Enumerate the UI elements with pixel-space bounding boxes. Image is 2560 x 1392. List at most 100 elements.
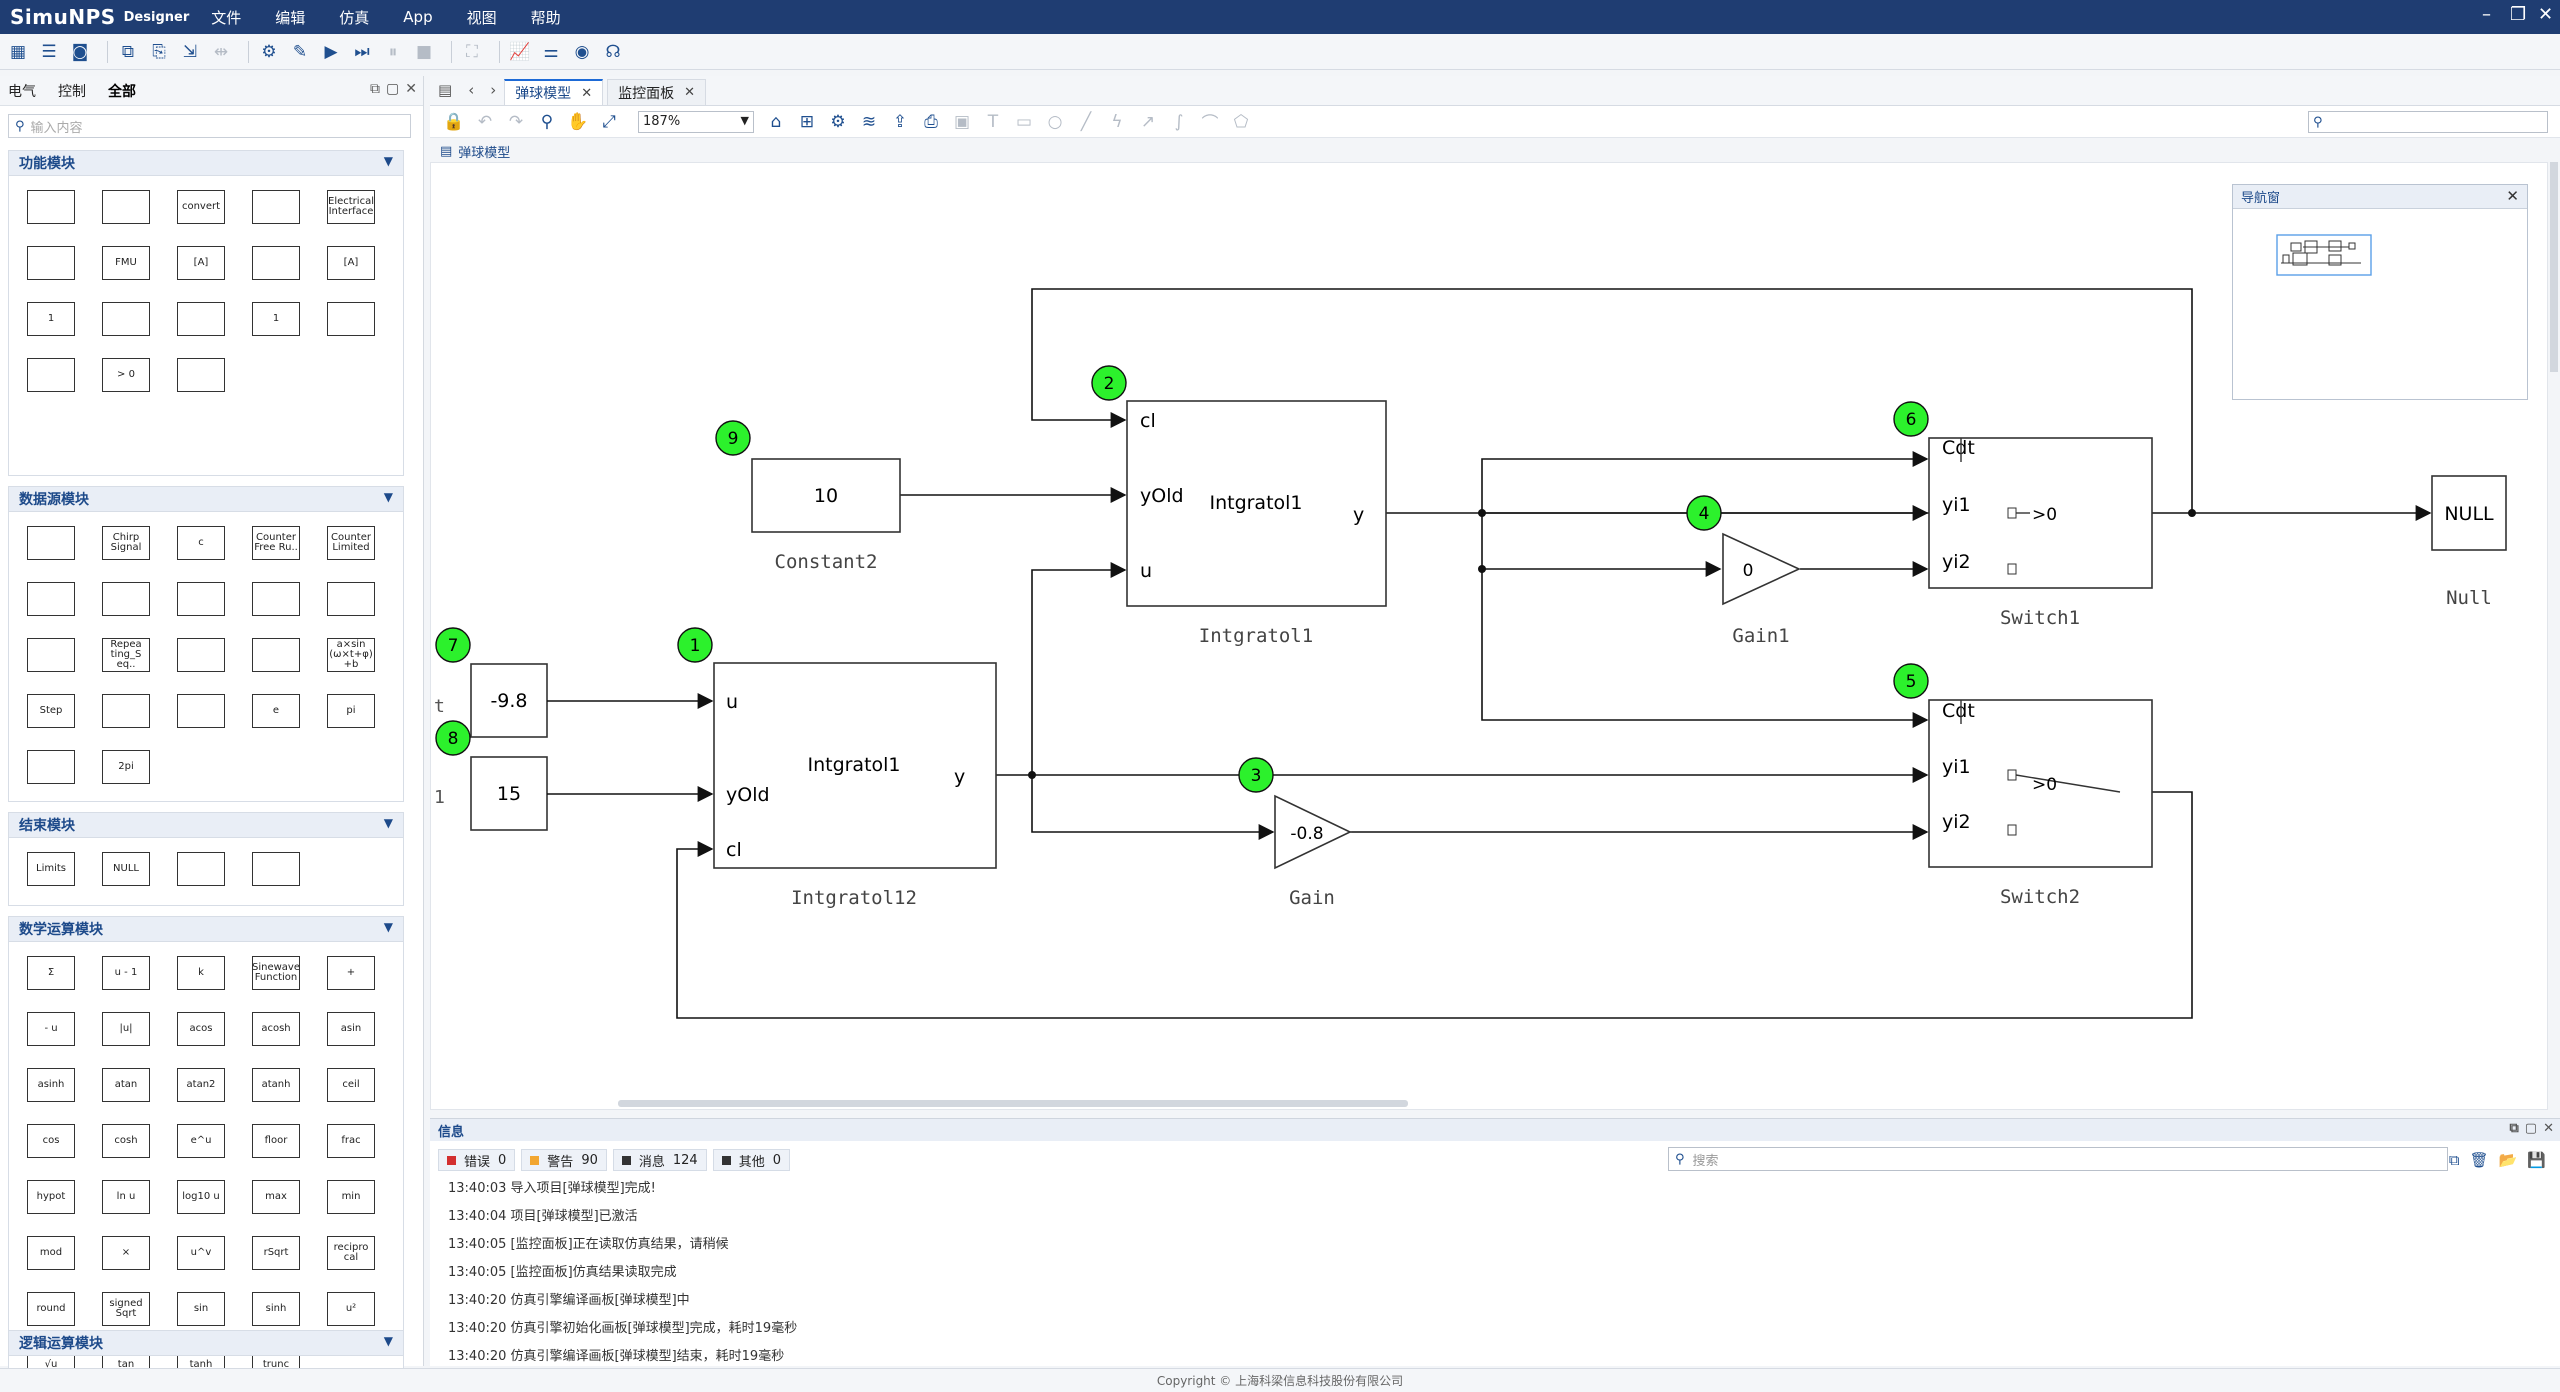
gear-icon[interactable]: ⚙ <box>830 111 846 132</box>
library-block[interactable]: signed Sqrt <box>102 1292 150 1326</box>
marker-3[interactable]: 3 <box>1238 757 1274 793</box>
library-block[interactable]: c <box>177 526 225 560</box>
library-block[interactable]: sinh <box>252 1292 300 1326</box>
breadcrumb-item[interactable]: 弹球模型 <box>458 146 511 161</box>
frame-icon[interactable]: ⊞ <box>799 111 815 132</box>
step-icon[interactable]: ⏭ <box>354 41 370 62</box>
settings-icon[interactable]: ⚙ <box>261 41 277 62</box>
library-block[interactable]: asinh <box>27 1068 75 1102</box>
library-block[interactable] <box>177 694 225 728</box>
library-block[interactable] <box>102 302 150 336</box>
editor-search-input[interactable]: ⚲ <box>2308 111 2548 133</box>
print-icon[interactable]: ⎙ <box>924 111 938 132</box>
tab-monitor[interactable]: 监控面板 ✕ <box>607 79 706 105</box>
library-block[interactable] <box>27 638 75 672</box>
sliders-icon[interactable]: ⚌ <box>543 41 559 62</box>
library-block[interactable]: u^v <box>177 1236 225 1270</box>
headset-icon[interactable]: ☊ <box>605 41 621 62</box>
null-block[interactable]: NULL Null <box>2431 475 2507 609</box>
category-logic-blocks[interactable]: 逻辑运算模块 ▼ <box>8 1330 404 1356</box>
library-block[interactable]: log10 u <box>177 1180 225 1214</box>
library-block[interactable]: floor <box>252 1124 300 1158</box>
library-block[interactable]: recipro cal <box>327 1236 375 1270</box>
marker-2[interactable]: 2 <box>1091 365 1127 401</box>
marker-6[interactable]: 6 <box>1893 401 1929 437</box>
filter-other[interactable]: 其他 0 <box>712 1149 790 1171</box>
library-block[interactable]: |u| <box>102 1012 150 1046</box>
arrow-icon[interactable]: ↗ <box>1140 111 1156 132</box>
library-block[interactable]: × <box>102 1236 150 1270</box>
run-icon[interactable]: ▶ <box>324 41 338 62</box>
upload-icon[interactable]: ⇪ <box>892 111 908 132</box>
chevron-down-icon[interactable]: ▼ <box>383 816 393 830</box>
line-icon[interactable]: ╱ <box>1080 111 1092 132</box>
export-icon[interactable]: ⇲ <box>182 41 198 62</box>
marker-8[interactable]: 8 <box>435 720 471 756</box>
library-block[interactable]: acos <box>177 1012 225 1046</box>
info-search-input[interactable]: ⚲ 搜索 <box>1668 1147 2448 1171</box>
close-icon[interactable]: ✕ <box>2543 1121 2554 1136</box>
trash-icon[interactable]: 🗑 <box>2469 1151 2489 1169</box>
library-block[interactable] <box>252 582 300 616</box>
pause-icon[interactable]: ⏸ <box>388 41 398 62</box>
library-block[interactable]: > 0 <box>102 358 150 392</box>
circle-icon[interactable]: ○ <box>1047 111 1063 132</box>
library-block[interactable] <box>327 302 375 336</box>
library-block[interactable]: Counter Limited <box>327 526 375 560</box>
library-block[interactable]: frac <box>327 1124 375 1158</box>
library-block[interactable]: max <box>252 1180 300 1214</box>
library-block[interactable] <box>177 358 225 392</box>
library-block[interactable]: Sinewave Function <box>252 956 300 990</box>
tab-next-icon[interactable]: › <box>490 81 497 99</box>
tab-nav-icon[interactable]: ▤ <box>438 81 453 99</box>
list-icon[interactable]: ☰ <box>41 41 57 62</box>
close-icon[interactable]: ✕ <box>684 85 695 100</box>
filter-errors[interactable]: 错误 0 <box>438 1149 516 1171</box>
marker-1[interactable]: 1 <box>677 627 713 663</box>
compile-icon[interactable]: ✎ <box>292 41 308 62</box>
align-icon[interactable]: ⇹ <box>213 41 229 62</box>
tab-prev-icon[interactable]: ‹ <box>468 81 475 99</box>
library-block[interactable]: min <box>327 1180 375 1214</box>
category-sink-blocks[interactable]: 结束模块 ▼ <box>8 812 404 838</box>
library-block[interactable] <box>27 358 75 392</box>
library-block[interactable]: 1 <box>252 302 300 336</box>
library-block[interactable] <box>177 638 225 672</box>
library-block[interactable] <box>27 750 75 784</box>
switch1-block[interactable]: Cdt yi1 yi2 >0 Switch1 <box>1928 437 2153 629</box>
arc-icon[interactable]: ⌒ <box>1201 114 1219 134</box>
constant2-block[interactable]: 10 Constant2 <box>751 458 901 573</box>
undo-icon[interactable]: ↶ <box>477 111 493 132</box>
library-block[interactable]: e <box>252 694 300 728</box>
library-search-input[interactable]: ⚲ 输入内容 <box>8 114 411 138</box>
library-block[interactable]: u - 1 <box>102 956 150 990</box>
module-icon[interactable]: ◙ <box>71 41 89 62</box>
copy-icon[interactable]: ⧉ <box>121 41 135 62</box>
library-block[interactable] <box>252 852 300 886</box>
chevron-down-icon[interactable]: ▼ <box>383 1334 393 1348</box>
close-icon[interactable]: ✕ <box>2538 4 2554 25</box>
library-block[interactable]: [A] <box>327 246 375 280</box>
float-icon[interactable]: ⧉ <box>2509 1121 2519 1136</box>
library-block[interactable]: Repea ting_S eq.. <box>102 638 150 672</box>
text-icon[interactable]: T <box>987 111 999 132</box>
minimize-icon[interactable]: – <box>2482 4 2491 25</box>
library-block[interactable]: 2pi <box>102 750 150 784</box>
menu-view[interactable]: 视图 <box>466 8 497 27</box>
library-block[interactable]: sin <box>177 1292 225 1326</box>
integrator2-block[interactable]: u yOld cl Intgratol1 y Intgratol12 <box>713 662 997 909</box>
marker-5[interactable]: 5 <box>1893 663 1929 699</box>
library-block[interactable]: Step <box>27 694 75 728</box>
lock-icon[interactable]: 🔒 <box>443 111 465 132</box>
library-block[interactable]: ceil <box>327 1068 375 1102</box>
library-block[interactable]: e^u <box>177 1124 225 1158</box>
grid-icon[interactable]: ▦ <box>9 41 27 62</box>
library-block[interactable] <box>252 190 300 224</box>
library-block[interactable]: - u <box>27 1012 75 1046</box>
category-source-blocks[interactable]: 数据源模块 ▼ <box>8 486 404 512</box>
library-block[interactable]: pi <box>327 694 375 728</box>
library-block[interactable] <box>27 190 75 224</box>
switch2-block[interactable]: Cdt yi1 yi2 >0 Switch2 <box>1928 699 2153 908</box>
fit-icon[interactable]: ⤢ <box>602 111 616 132</box>
redo-icon[interactable]: ↷ <box>508 111 524 132</box>
